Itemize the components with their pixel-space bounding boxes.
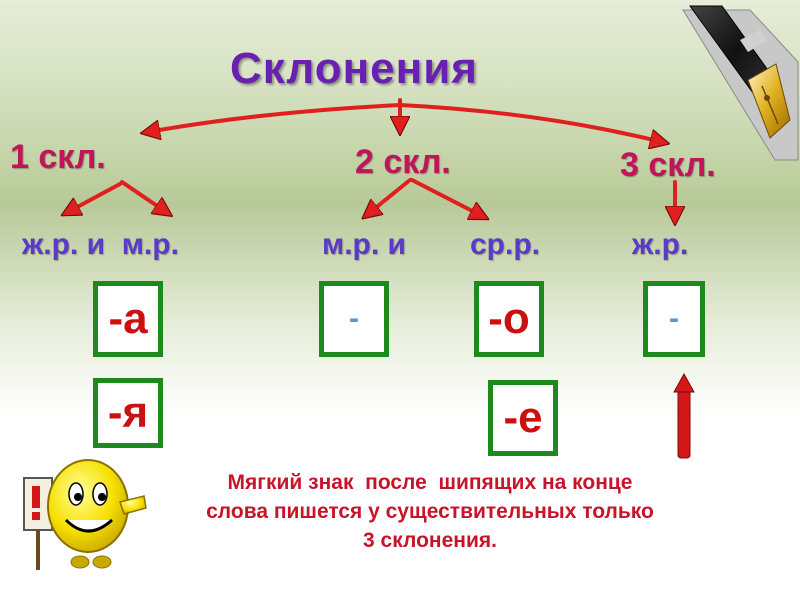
ending-box-decl2-zero: - (319, 281, 389, 357)
ending-box-decl3-zero: - (643, 281, 705, 357)
page-title: Склонения (230, 44, 478, 93)
rule-note-line-2: слова пишется у существительных только (206, 500, 654, 523)
ending-ya: -я (107, 388, 149, 437)
ending-a: -а (108, 294, 148, 343)
ending-zero-masc: - (349, 302, 359, 335)
rule-note: Мягкий знак после шипящих на конце слова… (120, 468, 740, 555)
ending-zero-fem: - (669, 302, 679, 335)
ending-o: -о (488, 294, 530, 343)
declension-3-genders: ж.р. (632, 228, 689, 261)
declension-1-genders: ж.р. и м.р. (22, 228, 179, 261)
ending-e: -е (503, 393, 543, 442)
rule-note-line-3: 3 склонения. (363, 529, 497, 552)
ending-box-decl1-a: -а (93, 281, 163, 357)
smiley-with-sign-icon (23, 459, 147, 570)
declension-2-genders-neut: ср.р. (470, 228, 541, 261)
ending-box-decl2-o: -о (474, 281, 544, 357)
declension-3-label: 3 скл. (620, 146, 716, 184)
ending-box-decl2-e: -е (488, 380, 558, 456)
declension-2-genders-masc: м.р. и (322, 228, 406, 261)
rule-note-line-1: Мягкий знак после шипящих на конце (227, 471, 633, 494)
declension-1-label: 1 скл. (10, 138, 106, 176)
declension-2-label: 2 скл. (355, 143, 451, 181)
ending-box-decl1-ya: -я (93, 378, 163, 448)
